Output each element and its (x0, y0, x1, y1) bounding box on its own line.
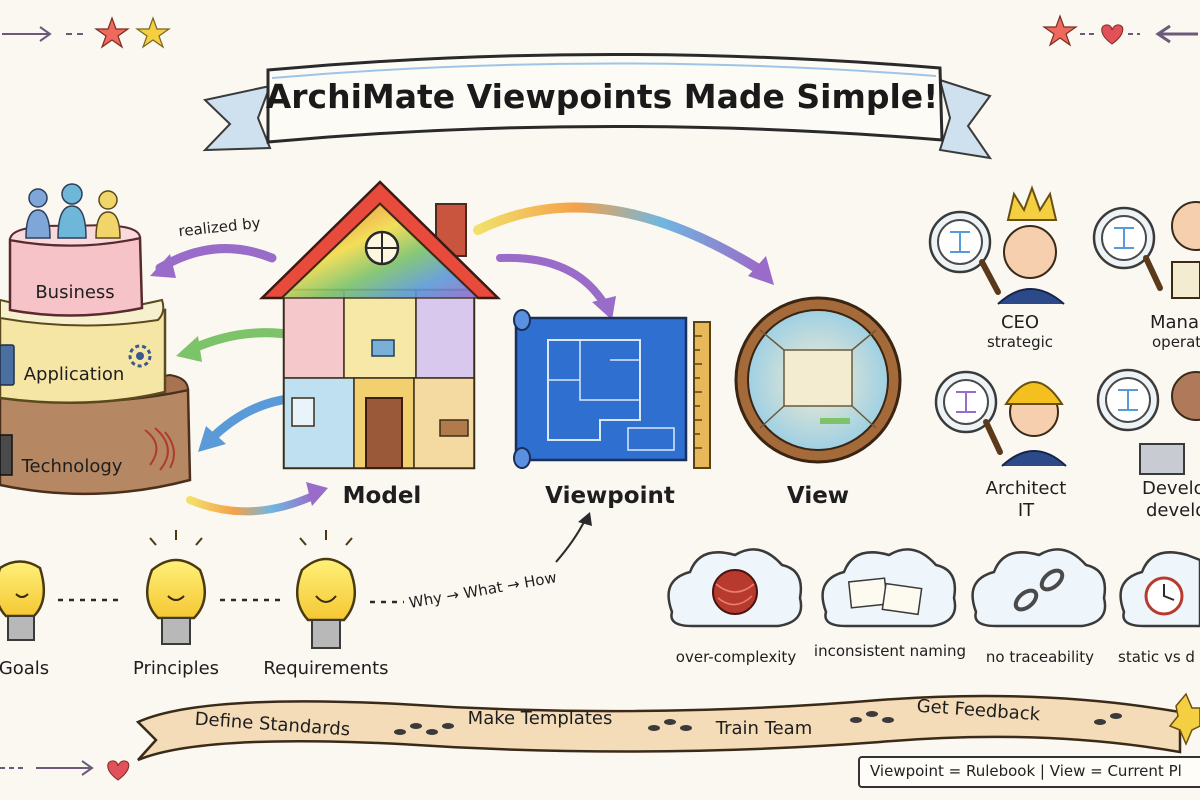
stakeholder-focus: operatio (1152, 333, 1200, 351)
stakeholder-ceo: CEO strategic (928, 185, 1065, 351)
title-banner: ArchiMate Viewpoints Made Simple! (202, 53, 993, 160)
flow-arrow-head (578, 512, 592, 526)
house-model-illustration: Model (258, 180, 502, 509)
laptop-icon (1139, 443, 1185, 475)
stakeholder-focus: develo (1146, 500, 1200, 521)
clipboard-icon (1171, 261, 1200, 299)
requirements-label: Requirements (263, 658, 388, 679)
legend-box: Viewpoint = Rulebook | View = Current Pl (858, 756, 1200, 788)
view-label: View (787, 483, 849, 509)
pitfall-label: static vs d (1118, 648, 1195, 666)
stakeholder-architect: Architect IT (934, 370, 1067, 521)
server-icon (0, 434, 13, 476)
stakeholder-focus: IT (1018, 500, 1035, 521)
lightbulb-icon (145, 530, 207, 645)
footprints-icon (394, 711, 1122, 735)
pitfall-no-traceability: no traceability (971, 548, 1107, 666)
corner-doodle-top-right (1042, 14, 1198, 47)
lightbulb-icon (295, 530, 357, 649)
stakeholder-role: Manag (1150, 312, 1200, 333)
star-icon (1168, 692, 1200, 746)
concept-arrows (473, 202, 774, 320)
pitfall-over-complexity: over-complexity (667, 548, 803, 666)
principles-label: Principles (133, 658, 219, 679)
broken-chain-icon (1013, 568, 1065, 612)
pitfall-static-vs-dynamic: static vs d (1118, 551, 1200, 666)
why-what-how-label: Why → What → How (408, 568, 558, 612)
stakeholder-role: Develo (1142, 478, 1200, 499)
pitfall-label: over-complexity (676, 648, 797, 666)
stakeholder-role: CEO (1001, 312, 1039, 333)
window-icon (291, 397, 315, 427)
goals-label: Goals (0, 658, 49, 679)
layer-cake: Business Application Technology (0, 183, 192, 496)
layer-business-label: Business (35, 282, 114, 303)
heart-icon (1101, 24, 1124, 45)
corner-doodle-top-left (2, 16, 171, 49)
star-icon (1042, 14, 1078, 47)
legend-text: Viewpoint = Rulebook | View = Current Pl (870, 762, 1182, 780)
realized-by-label: realized by (178, 214, 262, 241)
gear-icon (128, 344, 152, 368)
hard-hat-icon (1004, 381, 1064, 405)
model-label: Model (343, 483, 422, 509)
corner-doodle-bottom-left (0, 760, 130, 781)
cables-icon (144, 427, 175, 471)
sticky-notes-icon (847, 577, 923, 616)
principles-lightbulb: Principles (133, 530, 219, 679)
people-icon (25, 183, 121, 239)
flow-arrow (555, 519, 586, 563)
layer-application-label: Application (24, 364, 125, 385)
pitfall-label: no traceability (986, 648, 1094, 666)
steps-ribbon: Define Standards Make Templates Train Te… (135, 692, 1200, 762)
page-title: ArchiMate Viewpoints Made Simple! (266, 77, 939, 116)
stakeholder-role: Architect (986, 478, 1067, 499)
tablet-icon (0, 344, 15, 386)
view-window-illustration: View (734, 296, 902, 509)
pitfall-label: inconsistent naming (814, 642, 966, 660)
goals-lightbulb: Goals (0, 560, 49, 679)
door-icon (365, 397, 403, 469)
blueprint-viewpoint-illustration: Viewpoint (513, 309, 711, 509)
viewpoint-label: Viewpoint (545, 483, 675, 509)
stakeholder-developer: Develo develo (1096, 368, 1200, 521)
star-icon (135, 16, 171, 49)
step-train-team: Train Team (715, 718, 813, 739)
lightbulb-icon (0, 560, 46, 641)
crown-icon (1006, 185, 1058, 221)
star-icon (94, 16, 130, 49)
heart-icon (107, 760, 130, 781)
ruler-icon (693, 321, 711, 469)
pitfall-inconsistent-naming: inconsistent naming (814, 548, 966, 660)
stakeholder-manager: Manag operatio (1092, 201, 1200, 351)
layer-technology-label: Technology (21, 456, 123, 477)
requirements-lightbulb: Requirements (263, 530, 389, 679)
stakeholder-focus: strategic (987, 333, 1053, 351)
step-make-templates: Make Templates (468, 708, 613, 729)
